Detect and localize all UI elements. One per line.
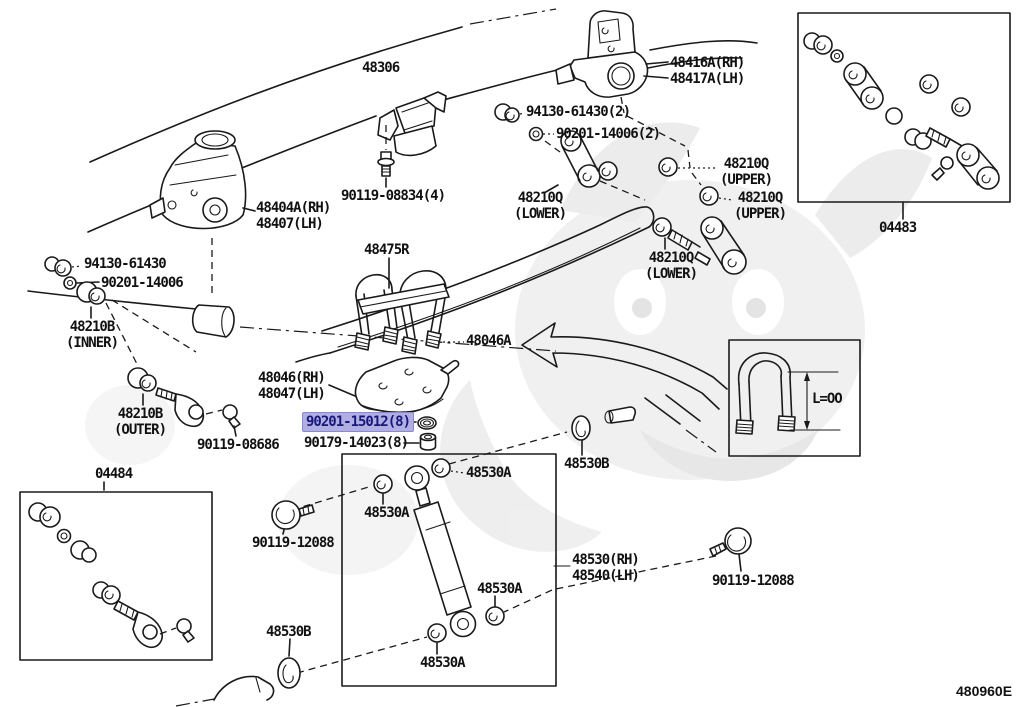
label-48210b-inner: 48210B (INNER) bbox=[66, 319, 119, 351]
label-48475r: 48475R bbox=[364, 242, 410, 258]
label-48210q-lower-1: 48210Q (LOWER) bbox=[514, 190, 567, 222]
bracket-48416a bbox=[555, 10, 702, 186]
label-90119-12088-right: 90119-12088 bbox=[712, 573, 795, 589]
plate-48046 bbox=[328, 356, 460, 414]
bolt-90119-12088-right bbox=[709, 527, 752, 572]
label-48046-48047: 48046(RH) 48047(LH) bbox=[258, 370, 326, 402]
label-94130-61430: 94130-61430 bbox=[84, 256, 167, 272]
washer-nut-icons bbox=[403, 416, 437, 451]
label-90201-14006-2: 90201-14006(2) bbox=[556, 126, 661, 142]
label-48210q-lower-2: 48210Q (LOWER) bbox=[645, 250, 698, 282]
fasteners-left bbox=[44, 256, 197, 367]
label-48530b-left: 48530B bbox=[266, 624, 312, 640]
label-48530-48540: 48530(RH) 48540(LH) bbox=[572, 552, 640, 584]
grommet-48530b-left bbox=[277, 638, 301, 689]
label-48404a-48407: 48404A(RH) 48407(LH) bbox=[256, 200, 331, 232]
label-48306: 48306 bbox=[362, 60, 400, 76]
pointer-48530-48540 bbox=[553, 554, 571, 579]
label-48530b-right: 48530B bbox=[564, 456, 610, 472]
bracket-48404a bbox=[149, 130, 256, 298]
label-48210q-upper-1: 48210Q (UPPER) bbox=[720, 156, 773, 188]
label-94130-61430-2: 94130-61430(2) bbox=[526, 104, 631, 120]
bolt-90119-12088-left bbox=[271, 500, 315, 535]
label-48530a-bottom: 48530A bbox=[420, 655, 466, 671]
box-04483 bbox=[797, 12, 1011, 220]
shackles-48210q bbox=[543, 130, 747, 275]
ubolts-48475r bbox=[354, 257, 464, 355]
label-48046a: 48046A bbox=[466, 333, 512, 349]
outer-48210b-assembly bbox=[127, 367, 241, 437]
bracket-48306 bbox=[377, 91, 447, 188]
label-48530a-top: 48530A bbox=[466, 465, 512, 481]
label-48530a-left: 48530A bbox=[364, 505, 410, 521]
label-l-dimension: L=OO bbox=[812, 391, 843, 407]
callout-arrow bbox=[521, 322, 728, 410]
fasteners-right-top bbox=[494, 103, 561, 153]
label-48210q-upper-2: 48210Q (UPPER) bbox=[734, 190, 787, 222]
box-shock-absorber bbox=[291, 431, 717, 687]
label-90179-14023: 90179-14023(8) bbox=[304, 435, 409, 451]
label-90119-12088-left: 90119-12088 bbox=[252, 535, 335, 551]
label-90119-08834: 90119-08834(4) bbox=[341, 188, 446, 204]
label-48530a-right: 48530A bbox=[477, 581, 523, 597]
label-drawing-code: 480960E bbox=[956, 683, 1013, 699]
box-ubolt-dimension bbox=[728, 339, 861, 457]
label-90201-15012: 90201-15012(8) bbox=[302, 412, 415, 432]
label-90201-14006: 90201-14006 bbox=[101, 275, 184, 291]
label-48416a-48417a: 48416A(RH) 48417A(LH) bbox=[670, 55, 745, 87]
box-04484 bbox=[19, 481, 213, 661]
label-90119-08686: 90119-08686 bbox=[197, 437, 280, 453]
label-48210b-outer: 48210B (OUTER) bbox=[114, 406, 167, 438]
label-04483: 04483 bbox=[879, 220, 917, 236]
grommet-48530b-right bbox=[571, 406, 637, 456]
label-04484: 04484 bbox=[95, 466, 133, 482]
